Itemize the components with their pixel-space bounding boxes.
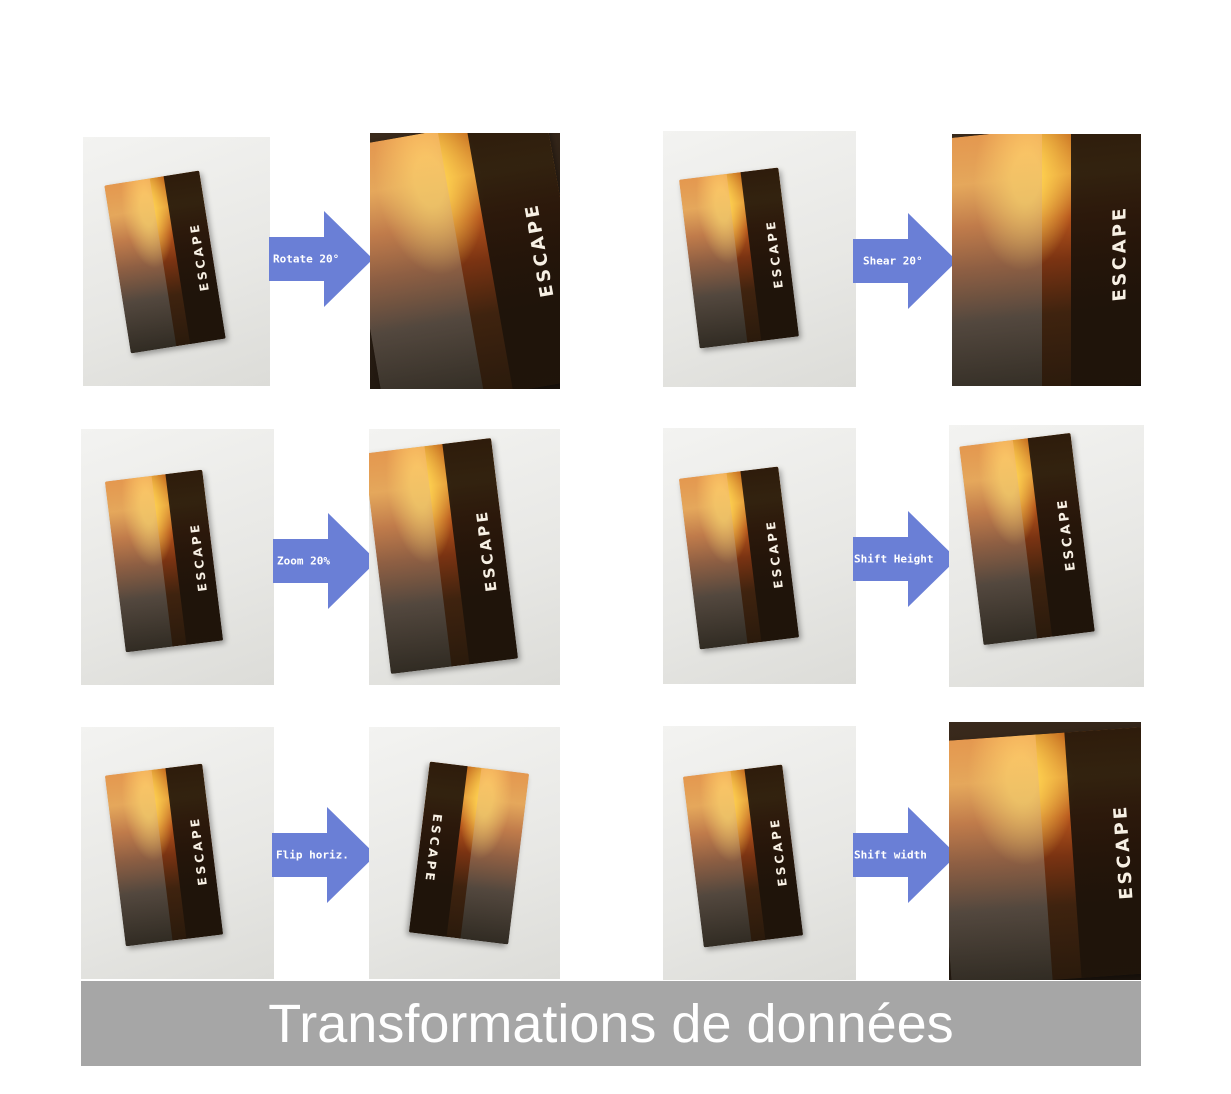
postcard: ESCAPE (679, 167, 799, 349)
result-image-flip: ESCAPE (369, 727, 560, 979)
postcard-brand: ESCAPE (763, 518, 786, 590)
original-image-rotate: ESCAPE (83, 137, 270, 386)
postcard: ESCAPE (104, 170, 226, 354)
postcard-brand: ESCAPE (187, 815, 211, 887)
postcard-brand: ESCAPE (763, 218, 786, 290)
page-title: Transformations de données (268, 993, 954, 1054)
postcard: ESCAPE (952, 134, 1141, 386)
postcard-brand: ESCAPE (472, 508, 501, 593)
postcard: ESCAPE (682, 764, 804, 948)
arrow-label-shift-height: Shift Height (854, 552, 934, 566)
arrow-shift-height: Shift Height (853, 511, 957, 607)
arrow-label-rotate: Rotate 20° (273, 252, 340, 266)
postcard-brand: ESCAPE (1109, 204, 1131, 303)
arrow-rotate: Rotate 20° (269, 211, 373, 307)
result-image-rotate: ESCAPE (370, 133, 560, 389)
result-image-shear: ESCAPE (952, 134, 1141, 386)
postcard-brand: ESCAPE (520, 200, 559, 299)
arrow-flip: Flip horiz. (272, 807, 376, 903)
postcard-brand: ESCAPE (767, 816, 790, 888)
original-image-zoom: ESCAPE (81, 429, 274, 685)
postcard-brand: ESCAPE (187, 521, 211, 593)
postcard: ESCAPE (959, 432, 1095, 646)
original-image-shear: ESCAPE (663, 131, 856, 387)
postcard: ESCAPE (104, 763, 224, 947)
postcard: ESCAPE (104, 469, 224, 653)
arrow-label-shear: Shear 20° (863, 254, 923, 268)
postcard: ESCAPE (408, 761, 530, 945)
arrow-shift-width: Shift width (853, 807, 957, 903)
arrow-zoom: Zoom 20% (273, 513, 377, 609)
arrow-label-zoom: Zoom 20% (277, 554, 330, 568)
postcard: ESCAPE (949, 726, 1141, 980)
postcard-brand: ESCAPE (1055, 496, 1079, 572)
postcard-brand: ESCAPE (1109, 803, 1138, 901)
original-image-shift-height: ESCAPE (663, 428, 856, 684)
arrow-label-shift-width: Shift width (854, 848, 927, 862)
result-image-zoom: ESCAPE (369, 429, 560, 685)
result-image-shift-height: ESCAPE (949, 425, 1144, 687)
original-image-flip: ESCAPE (81, 727, 274, 979)
postcard-brand: ESCAPE (186, 220, 212, 293)
arrow-label-flip: Flip horiz. (276, 848, 349, 862)
postcard: ESCAPE (370, 133, 560, 389)
title-bar: Transformations de données (81, 981, 1141, 1066)
postcard: ESCAPE (369, 438, 519, 674)
postcard-brand: ESCAPE (422, 813, 445, 885)
arrow-shear: Shear 20° (853, 213, 957, 309)
original-image-shift-width: ESCAPE (663, 726, 856, 980)
postcard: ESCAPE (678, 466, 800, 650)
result-image-shift-width: ESCAPE (949, 722, 1141, 980)
